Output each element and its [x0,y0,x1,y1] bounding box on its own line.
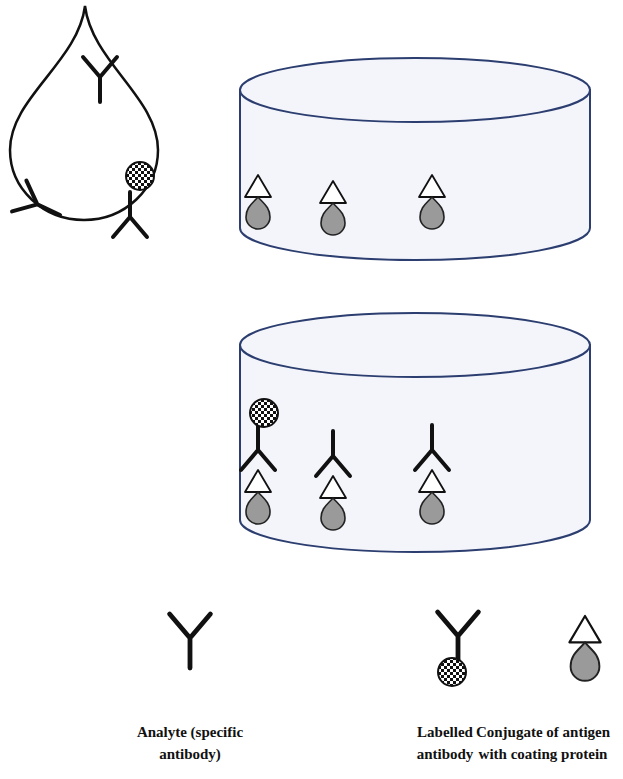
conjugate-symbol [569,616,600,681]
conjugate-symbol [320,476,346,530]
conjugate-symbol [419,470,445,524]
well-before [240,58,590,260]
labelled-antibody-symbol [438,612,479,666]
antibody-symbol [12,181,67,231]
label-tag [126,162,154,190]
label-tag [250,399,278,427]
antibody-symbol [83,57,117,102]
antibody-symbol [415,425,449,470]
labelled-antibody-symbol [113,192,147,237]
legend-label: Conjugate of antigen with coating protei… [468,722,618,766]
conjugate-symbol [245,175,271,229]
conjugate-symbol [320,181,346,235]
antibody-symbol [316,431,350,476]
antibody-symbol [241,425,275,470]
well-after [240,313,590,552]
legend-label: Analyte (specific antibody) [125,722,255,766]
conjugate-symbol [245,470,271,524]
label-tag [438,658,466,686]
sample-drop [10,6,158,237]
antibody-symbol [170,614,211,668]
legend-samples [170,612,601,686]
conjugate-symbol [419,175,445,229]
